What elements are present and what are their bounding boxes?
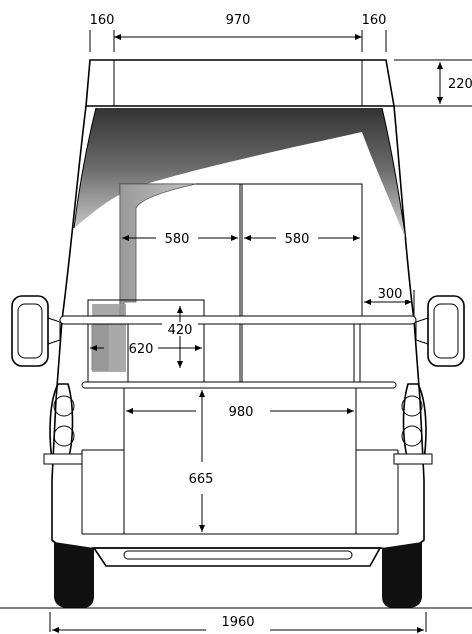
bed-frame — [119, 183, 363, 384]
lower-bar — [81, 381, 397, 389]
right-mirror — [415, 295, 465, 367]
dim-bed-left: 580 — [165, 232, 190, 247]
dim-overall — [49, 612, 427, 633]
left-tail-light — [43, 383, 83, 465]
dim-floor-width: 980 — [229, 405, 254, 420]
dim-cabinet — [90, 306, 202, 368]
left-mirror — [11, 295, 61, 367]
windshield — [74, 108, 406, 240]
dim-side-depth: 300 — [378, 287, 403, 302]
dim-cabinet-height: 420 — [168, 323, 193, 338]
dim-top-center: 970 — [226, 13, 251, 28]
dim-bed-right: 580 — [285, 232, 310, 247]
roof-cap — [85, 59, 395, 107]
dim-cabinet-width: 620 — [129, 342, 154, 357]
dim-top-right: 160 — [362, 13, 387, 28]
dim-top — [89, 30, 387, 52]
dim-overall-width: 1960 — [221, 615, 254, 630]
dim-floor — [126, 390, 354, 532]
dim-roof-height: 220 — [448, 77, 472, 92]
dim-side — [361, 286, 415, 316]
dim-floor-height: 665 — [189, 472, 214, 487]
dim-bed — [122, 235, 360, 241]
dim-roof — [394, 59, 472, 107]
wheels — [54, 542, 422, 608]
dim-top-left: 160 — [90, 13, 115, 28]
bumper — [92, 547, 382, 567]
cross-bar — [59, 315, 417, 384]
right-tail-light — [393, 383, 433, 465]
